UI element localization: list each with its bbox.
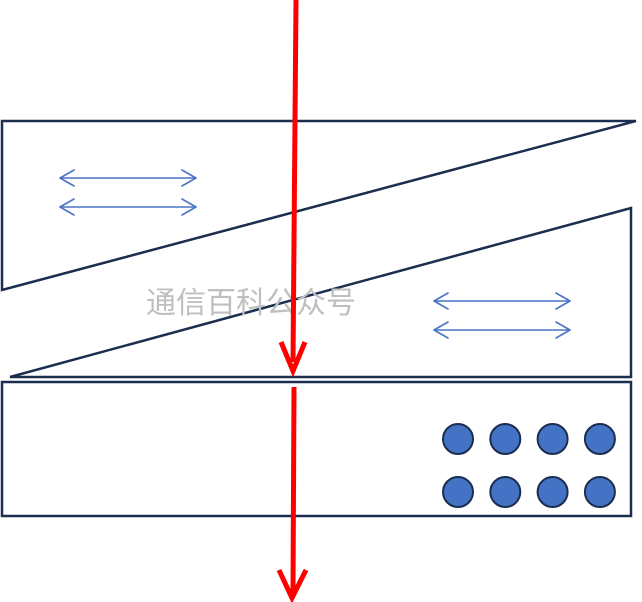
lower-wedge-prism (9, 206, 633, 379)
out-of-plane-polarization-dots (442, 423, 616, 508)
polarization-dot (583, 476, 616, 508)
polarization-dot (489, 423, 522, 455)
double-arrow-icon (433, 321, 571, 339)
exit-beam-arrowhead (276, 568, 309, 602)
bottom-plate (0, 380, 633, 518)
double-arrow-icon (59, 169, 197, 187)
incident-beam-arrowhead (278, 341, 308, 378)
polarization-dot (442, 476, 474, 508)
polarization-dot (583, 423, 616, 455)
polarization-dot (536, 423, 569, 455)
watermark-text: 通信百科公众号 (146, 286, 356, 321)
horizontal-polarization-arrows-lower (433, 292, 571, 339)
polarization-dot (489, 476, 522, 508)
double-arrow-icon (59, 198, 197, 216)
light-beam (276, 0, 309, 602)
horizontal-polarization-arrows-upper (59, 169, 197, 216)
exit-beam-line (290, 386, 297, 593)
polarization-dot (536, 476, 569, 508)
incident-beam-line (290, 0, 299, 363)
polarization-dot (442, 423, 474, 455)
upper-wedge-prism (0, 119, 637, 292)
double-arrow-icon (433, 292, 571, 310)
